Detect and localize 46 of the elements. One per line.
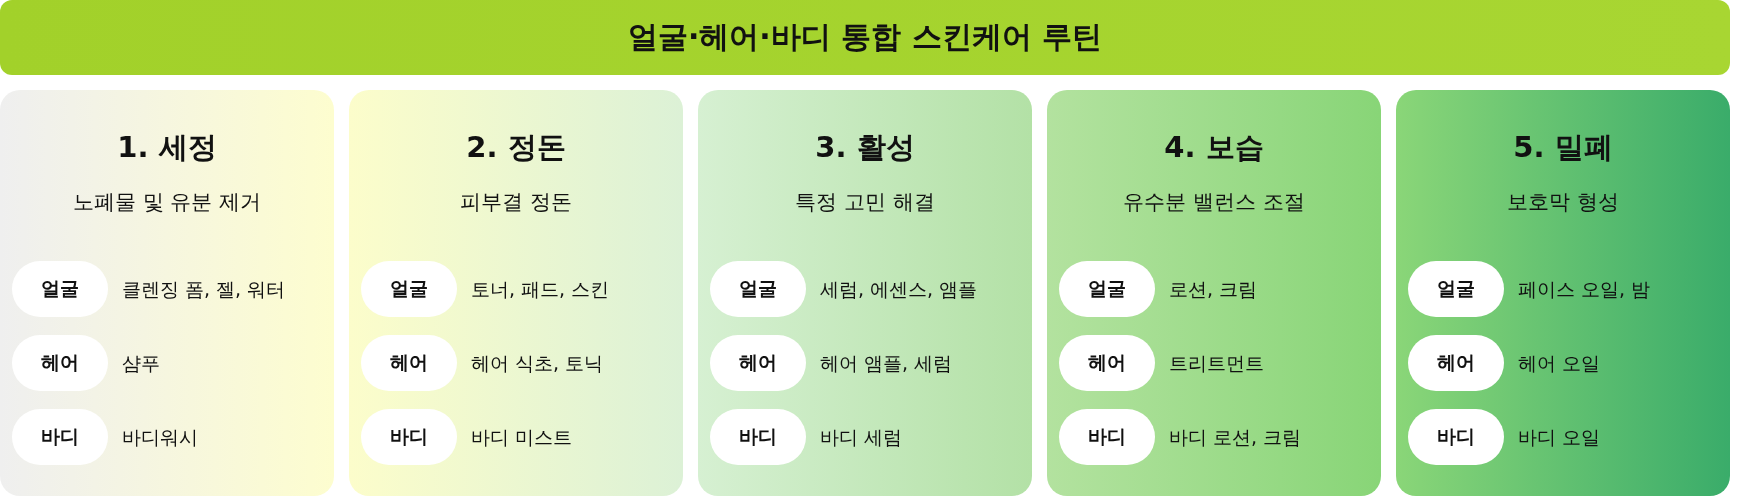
step-card xyxy=(0,90,334,496)
step-description: 보호막 형성 xyxy=(1506,189,1620,216)
category-pill: 바디 xyxy=(710,409,806,465)
product-list: 바디 로션, 크림 xyxy=(1169,425,1302,451)
product-list: 트리트먼트 xyxy=(1169,351,1264,377)
product-list: 바디 세럼 xyxy=(820,425,903,451)
product-list: 바디워시 xyxy=(122,425,198,451)
step-card xyxy=(698,90,1032,496)
category-pill: 헤어 xyxy=(710,335,806,391)
category-pill: 바디 xyxy=(361,409,457,465)
product-list: 토너, 패드, 스킨 xyxy=(471,277,610,303)
step-description: 피부결 정돈 xyxy=(459,189,573,216)
category-pill: 헤어 xyxy=(1408,335,1504,391)
step-description: 유수분 밸런스 조절 xyxy=(1122,189,1306,216)
product-list: 클렌징 폼, 젤, 워터 xyxy=(122,277,286,303)
step-description: 노폐물 및 유분 제거 xyxy=(72,189,262,216)
product-list: 헤어 오일 xyxy=(1518,351,1601,377)
step-heading: 1. 세정 xyxy=(116,129,218,166)
category-pill: 얼굴 xyxy=(710,261,806,317)
category-pill: 헤어 xyxy=(1059,335,1155,391)
step-description: 특정 고민 해결 xyxy=(794,189,936,216)
product-list: 헤어 앰플, 세럼 xyxy=(820,351,953,377)
step-heading: 3. 활성 xyxy=(814,129,916,166)
category-pill: 얼굴 xyxy=(12,261,108,317)
step-card xyxy=(1047,90,1381,496)
step-card xyxy=(1396,90,1730,496)
step-card xyxy=(349,90,683,496)
step-heading: 4. 보습 xyxy=(1163,129,1265,166)
category-pill: 얼굴 xyxy=(1408,261,1504,317)
category-pill: 바디 xyxy=(1059,409,1155,465)
product-list: 샴푸 xyxy=(122,351,160,377)
product-list: 헤어 식초, 토닉 xyxy=(471,351,604,377)
product-list: 바디 오일 xyxy=(1518,425,1601,451)
category-pill: 헤어 xyxy=(361,335,457,391)
product-list: 세럼, 에센스, 앰플 xyxy=(820,277,978,303)
product-list: 페이스 오일, 밤 xyxy=(1518,277,1651,303)
category-pill: 얼굴 xyxy=(1059,261,1155,317)
title-banner: 얼굴·헤어·바디 통합 스킨케어 루틴 xyxy=(0,0,1730,75)
category-pill: 바디 xyxy=(12,409,108,465)
category-pill: 바디 xyxy=(1408,409,1504,465)
step-heading: 5. 밀폐 xyxy=(1512,129,1614,166)
product-list: 바디 미스트 xyxy=(471,425,573,451)
step-heading: 2. 정돈 xyxy=(465,129,567,166)
product-list: 로션, 크림 xyxy=(1169,277,1258,303)
category-pill: 얼굴 xyxy=(361,261,457,317)
category-pill: 헤어 xyxy=(12,335,108,391)
